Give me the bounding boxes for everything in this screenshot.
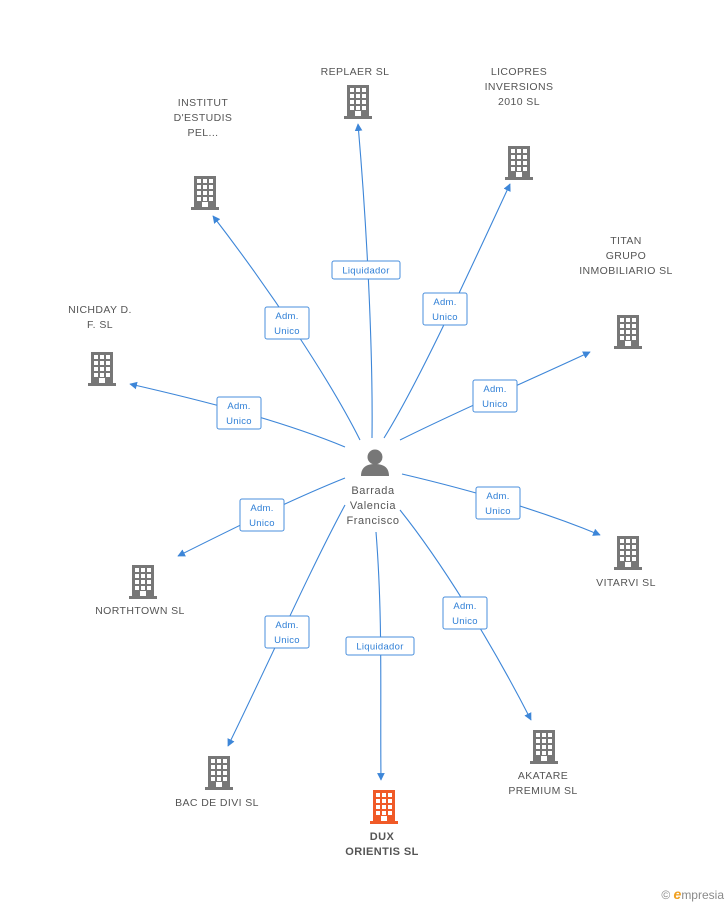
role-text: Unico bbox=[274, 326, 300, 337]
company-label: INSTITUT bbox=[178, 97, 229, 109]
role-text: Adm. bbox=[275, 620, 298, 631]
company-node-replaer[interactable]: REPLAER SL bbox=[321, 66, 390, 119]
role-badge-box bbox=[422, 292, 468, 326]
building-icon bbox=[88, 352, 116, 386]
role-badge-box bbox=[264, 615, 310, 649]
role-text: Unico bbox=[274, 635, 300, 646]
company-node-dux[interactable]: DUX ORIENTIS SL bbox=[345, 790, 418, 858]
person-name-line: Francisco bbox=[346, 515, 399, 527]
role-text: Adm. bbox=[227, 401, 250, 412]
company-node-bacdedivi[interactable]: BAC DE DIVI SL bbox=[175, 756, 259, 809]
edge-dux bbox=[375, 531, 385, 781]
empresia-logo-text: mpresia bbox=[681, 888, 724, 902]
role-badge-nichday[interactable]: Adm. Unico bbox=[216, 396, 262, 430]
role-badge-institut[interactable]: Adm. Unico bbox=[264, 306, 310, 340]
role-text: Liquidador bbox=[342, 266, 389, 277]
role-text: Unico bbox=[432, 312, 458, 323]
company-label: VITARVI SL bbox=[596, 577, 656, 589]
role-badge-box bbox=[264, 306, 310, 340]
company-label: PEL... bbox=[188, 127, 219, 139]
company-node-institut[interactable]: INSTITUT D'ESTUDIS PEL... bbox=[174, 97, 233, 210]
company-label: TITAN bbox=[610, 235, 642, 247]
role-text: Unico bbox=[249, 518, 275, 529]
building-icon bbox=[614, 315, 642, 349]
role-badge-titan[interactable]: Adm. Unico bbox=[472, 379, 518, 413]
role-text: Adm. bbox=[433, 297, 456, 308]
company-label: LICOPRES bbox=[491, 66, 547, 78]
role-text: Adm. bbox=[453, 601, 476, 612]
role-text: Liquidador bbox=[356, 642, 403, 653]
role-text: Unico bbox=[482, 399, 508, 410]
company-node-nichday[interactable]: NICHDAY D. F. SL bbox=[68, 304, 132, 386]
company-label: PREMIUM SL bbox=[508, 785, 577, 797]
company-label: BAC DE DIVI SL bbox=[175, 797, 259, 809]
company-node-northtown[interactable]: NORTHTOWN SL bbox=[95, 565, 185, 617]
company-label: INMOBILIARIO SL bbox=[579, 265, 673, 277]
role-badge-vitarvi[interactable]: Adm. Unico bbox=[475, 486, 521, 520]
role-badge-northtown[interactable]: Adm. Unico bbox=[239, 498, 285, 532]
role-text: Unico bbox=[226, 416, 252, 427]
building-icon bbox=[530, 730, 558, 764]
company-node-akatare[interactable]: AKATARE PREMIUM SL bbox=[508, 730, 577, 797]
role-text: Adm. bbox=[275, 311, 298, 322]
role-badge-bacdedivi[interactable]: Adm. Unico bbox=[264, 615, 310, 649]
company-label: D'ESTUDIS bbox=[174, 112, 233, 124]
empresia-watermark: © empresia bbox=[661, 886, 724, 902]
person-name-line: Valencia bbox=[350, 500, 396, 512]
company-label: INVERSIONS bbox=[485, 81, 554, 93]
company-label: 2010 SL bbox=[498, 96, 540, 108]
role-text: Adm. bbox=[486, 491, 509, 502]
building-icon bbox=[205, 756, 233, 790]
role-badge-box bbox=[216, 396, 262, 430]
company-node-vitarvi[interactable]: VITARVI SL bbox=[596, 536, 656, 589]
company-label: NORTHTOWN SL bbox=[95, 605, 185, 617]
building-icon bbox=[505, 146, 533, 180]
company-label: NICHDAY D. bbox=[68, 304, 132, 316]
role-badge-licopres[interactable]: Adm. Unico bbox=[422, 292, 468, 326]
company-label: AKATARE bbox=[518, 770, 568, 782]
role-text: Adm. bbox=[250, 503, 273, 514]
role-badge-box bbox=[475, 486, 521, 520]
role-text: Adm. bbox=[483, 384, 506, 395]
person-name-line: Barrada bbox=[351, 485, 395, 497]
building-icon bbox=[614, 536, 642, 570]
company-node-titan[interactable]: TITAN GRUPO INMOBILIARIO SL bbox=[579, 235, 673, 349]
role-badge-akatare[interactable]: Adm. Unico bbox=[442, 596, 488, 630]
role-text: Unico bbox=[452, 616, 478, 627]
company-label: F. SL bbox=[87, 319, 113, 331]
building-icon bbox=[370, 790, 398, 824]
role-badge-replaer[interactable]: Liquidador bbox=[331, 260, 401, 280]
role-badge-box bbox=[472, 379, 518, 413]
role-badge-box bbox=[345, 636, 415, 656]
company-label: DUX bbox=[370, 831, 395, 843]
role-text: Unico bbox=[485, 506, 511, 517]
role-badge-dux[interactable]: Liquidador bbox=[345, 636, 415, 656]
copyright-symbol: © bbox=[661, 888, 671, 902]
building-icon bbox=[191, 176, 219, 210]
building-icon bbox=[129, 565, 157, 599]
person-icon bbox=[361, 449, 389, 476]
role-badge-box bbox=[331, 260, 401, 280]
edge-replaer bbox=[354, 123, 373, 439]
role-badge-box bbox=[239, 498, 285, 532]
company-node-licopres[interactable]: LICOPRES INVERSIONS 2010 SL bbox=[485, 66, 554, 180]
company-label: GRUPO bbox=[606, 250, 647, 262]
empresia-logo-initial: e bbox=[673, 886, 682, 902]
company-label: ORIENTIS SL bbox=[345, 846, 418, 858]
role-badge-box bbox=[442, 596, 488, 630]
company-label: REPLAER SL bbox=[321, 66, 390, 78]
building-icon bbox=[344, 85, 372, 119]
